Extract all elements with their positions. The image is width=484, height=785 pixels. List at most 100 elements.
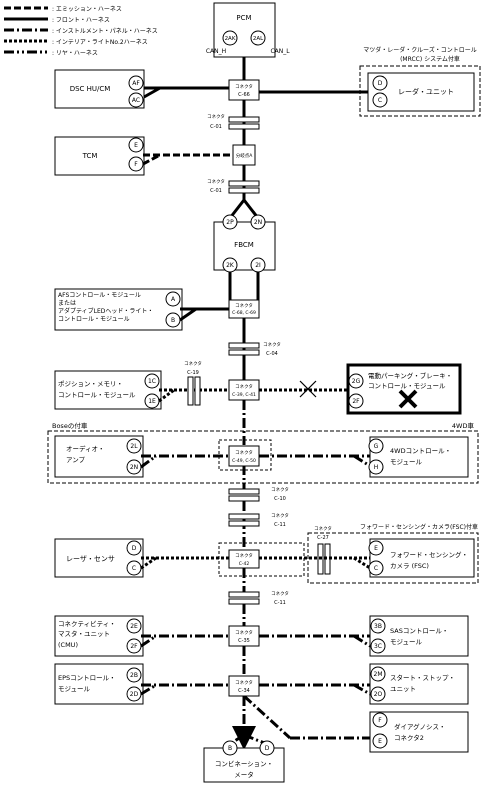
svg-text:コネクタ: コネクタ [271,486,289,493]
svg-text:C: C [132,565,136,572]
fbcm-label: FBCM [234,241,254,249]
svg-text:3B: 3B [374,623,382,630]
svg-text:C-49, C-50: C-49, C-50 [232,458,256,464]
svg-text:C: C [374,565,378,572]
connector-c42: コネクタ C-42 [218,542,305,577]
svg-text:2I: 2I [255,262,261,269]
svg-text:または: または [58,300,76,307]
svg-text:A: A [171,296,176,303]
legend-emission: : エミッション・ハーネス [52,6,122,13]
combination-meter: B D コンビネーション・ メータ [203,733,285,783]
svg-text:Boseの付車: Boseの付車 [52,421,88,430]
svg-text:2B: 2B [130,672,138,679]
optional-equipment-frame [47,430,479,484]
svg-text:2F: 2F [352,398,360,405]
legend-interior: : インテリア・ライトNo.2ハーネス [52,39,148,46]
svg-text:G: G [374,443,379,450]
svg-text:レーザ・センサ: レーザ・センサ [66,555,115,563]
svg-text:4WDコントロール・: 4WDコントロール・ [390,447,451,455]
svg-text:C-04: C-04 [266,351,278,357]
connector-c27: コネクタ C-27 [314,525,332,575]
connector-c49: コネクタ C-49, C-50 [218,439,272,471]
svg-text:C: C [378,97,382,104]
svg-text:コネクタ: コネクタ [235,552,253,559]
diagnosis-connector: ダイアグノシス・ コネクタ2 F E [290,711,469,753]
svg-text:2E: 2E [130,623,138,630]
svg-text:2K: 2K [226,262,235,269]
svg-text:AFSコントロール・モジュール: AFSコントロール・モジュール [58,292,141,299]
svg-text:B: B [171,317,175,324]
svg-text:E: E [374,545,378,552]
svg-text:E: E [134,142,138,149]
svg-text:D: D [378,80,383,87]
fsc-module: フォワード・センシング・カメラ(FSC)付車 フォワード・センシング・ カメラ … [259,523,479,584]
svg-text:2G: 2G [352,378,361,385]
svg-text:AF: AF [132,80,140,87]
svg-text:コネクタ: コネクタ [235,679,253,686]
svg-text:メータ: メータ [234,770,254,779]
svg-text:F: F [378,717,382,724]
svg-text:D: D [132,545,137,552]
connector-c10: コネクタ C-10 [228,486,289,502]
tcm-label: TCM [82,152,98,160]
svg-text:2L: 2L [130,443,138,450]
svg-text:ユニット: ユニット [390,685,416,693]
svg-text:F: F [134,161,138,168]
svg-text:C-01: C-01 [210,188,222,194]
svg-text:コネクタ: コネクタ [207,113,225,120]
svg-text:ダイアグノシス・: ダイアグノシス・ [394,722,446,731]
svg-text:E: E [378,738,382,745]
dsc-module: DSC HU/CM AF AC [54,69,229,109]
svg-text:C-19: C-19 [187,370,199,376]
svg-text:マツダ・レーダ・クルーズ・コントロール: マツダ・レーダ・クルーズ・コントロール [363,46,477,54]
svg-text:コンビネーション・: コンビネーション・ [215,759,273,768]
legend-front: : フロント・ハーネス [52,17,110,24]
svg-text:2F: 2F [130,643,138,650]
svg-text:ポジション・メモリ・: ポジション・メモリ・ [58,380,123,388]
svg-text:オーディオ・: オーディオ・ [66,444,105,453]
svg-text:C-66: C-66 [238,92,250,98]
epb-module: 電動パーキング・ブレーキ・ コントロール・モジュール 2G 2F [259,363,462,415]
svg-text:(CMU): (CMU) [58,641,78,649]
cmu-module: コネクティビティ・ マスタ・ユニット (CMU) 2E 2F [54,615,229,657]
svg-text:コネクタ: コネクタ [235,383,253,390]
svg-text:フォワード・センシング・: フォワード・センシング・ [390,550,468,559]
legend-rear: : リヤ・ハーネス [52,50,98,57]
svg-text:コントロール・モジュール: コントロール・モジュール [58,391,136,399]
legend: : エミッション・ハーネス : フロント・ハーネス : インストルメント・パネル… [4,6,158,57]
can-l-label: CAN_L [270,48,290,55]
svg-text:コネクタ: コネクタ [235,83,253,90]
svg-text:コネクティビティ・: コネクティビティ・ [58,619,116,628]
svg-text:スタート・ストップ・: スタート・ストップ・ [390,673,455,682]
connector-c01-upper: コネクタ C-01 [207,113,260,130]
connector-c39: コネクタ C-39, C-41 [228,379,260,401]
svg-text:分岐点A: 分岐点A [236,152,253,159]
svg-text:C-27: C-27 [317,535,329,541]
4wd-module: 4WD車 4WDコントロール・ モジュール G H [259,421,474,478]
radar-module: マツダ・レーダ・クルーズ・コントロール (MRCC) システム付車 レーダ・ユニ… [259,46,481,117]
svg-text:C-35: C-35 [238,638,250,644]
svg-text:コネクタ: コネクタ [184,360,202,367]
pcm-module: PCM 2AK 2AL CAN_H CAN_L [206,2,290,58]
pcm-label: PCM [236,14,251,22]
svg-text:3C: 3C [374,643,382,650]
svg-text:AC: AC [132,97,140,104]
svg-text:モジュール: モジュール [390,638,423,646]
svg-text:カメラ (FSC): カメラ (FSC) [390,562,429,570]
can-h-label: CAN_H [206,48,226,55]
svg-text:コネクタ: コネクタ [271,590,289,597]
svg-text:B: B [228,745,232,752]
split-point-a: 分岐点A [232,144,256,166]
svg-text:コネクタ: コネクタ [235,629,253,636]
svg-text:H: H [374,464,379,471]
svg-text:2P: 2P [226,219,234,226]
connector-c66: コネクタ C-66 [228,79,260,101]
svg-text:コントロール・モジュール: コントロール・モジュール [368,382,446,390]
connector-c34: コネクタ C-34 [228,675,260,697]
pcm-pin-lo: 2AL [253,36,264,42]
svg-text:フォワード・センシング・カメラ(FSC)付車: フォワード・センシング・カメラ(FSC)付車 [360,523,478,531]
svg-text:コネクタ2: コネクタ2 [394,733,424,742]
laser-sensor-module: レーザ・センサ D C [54,538,229,578]
svg-text:2O: 2O [374,691,383,698]
